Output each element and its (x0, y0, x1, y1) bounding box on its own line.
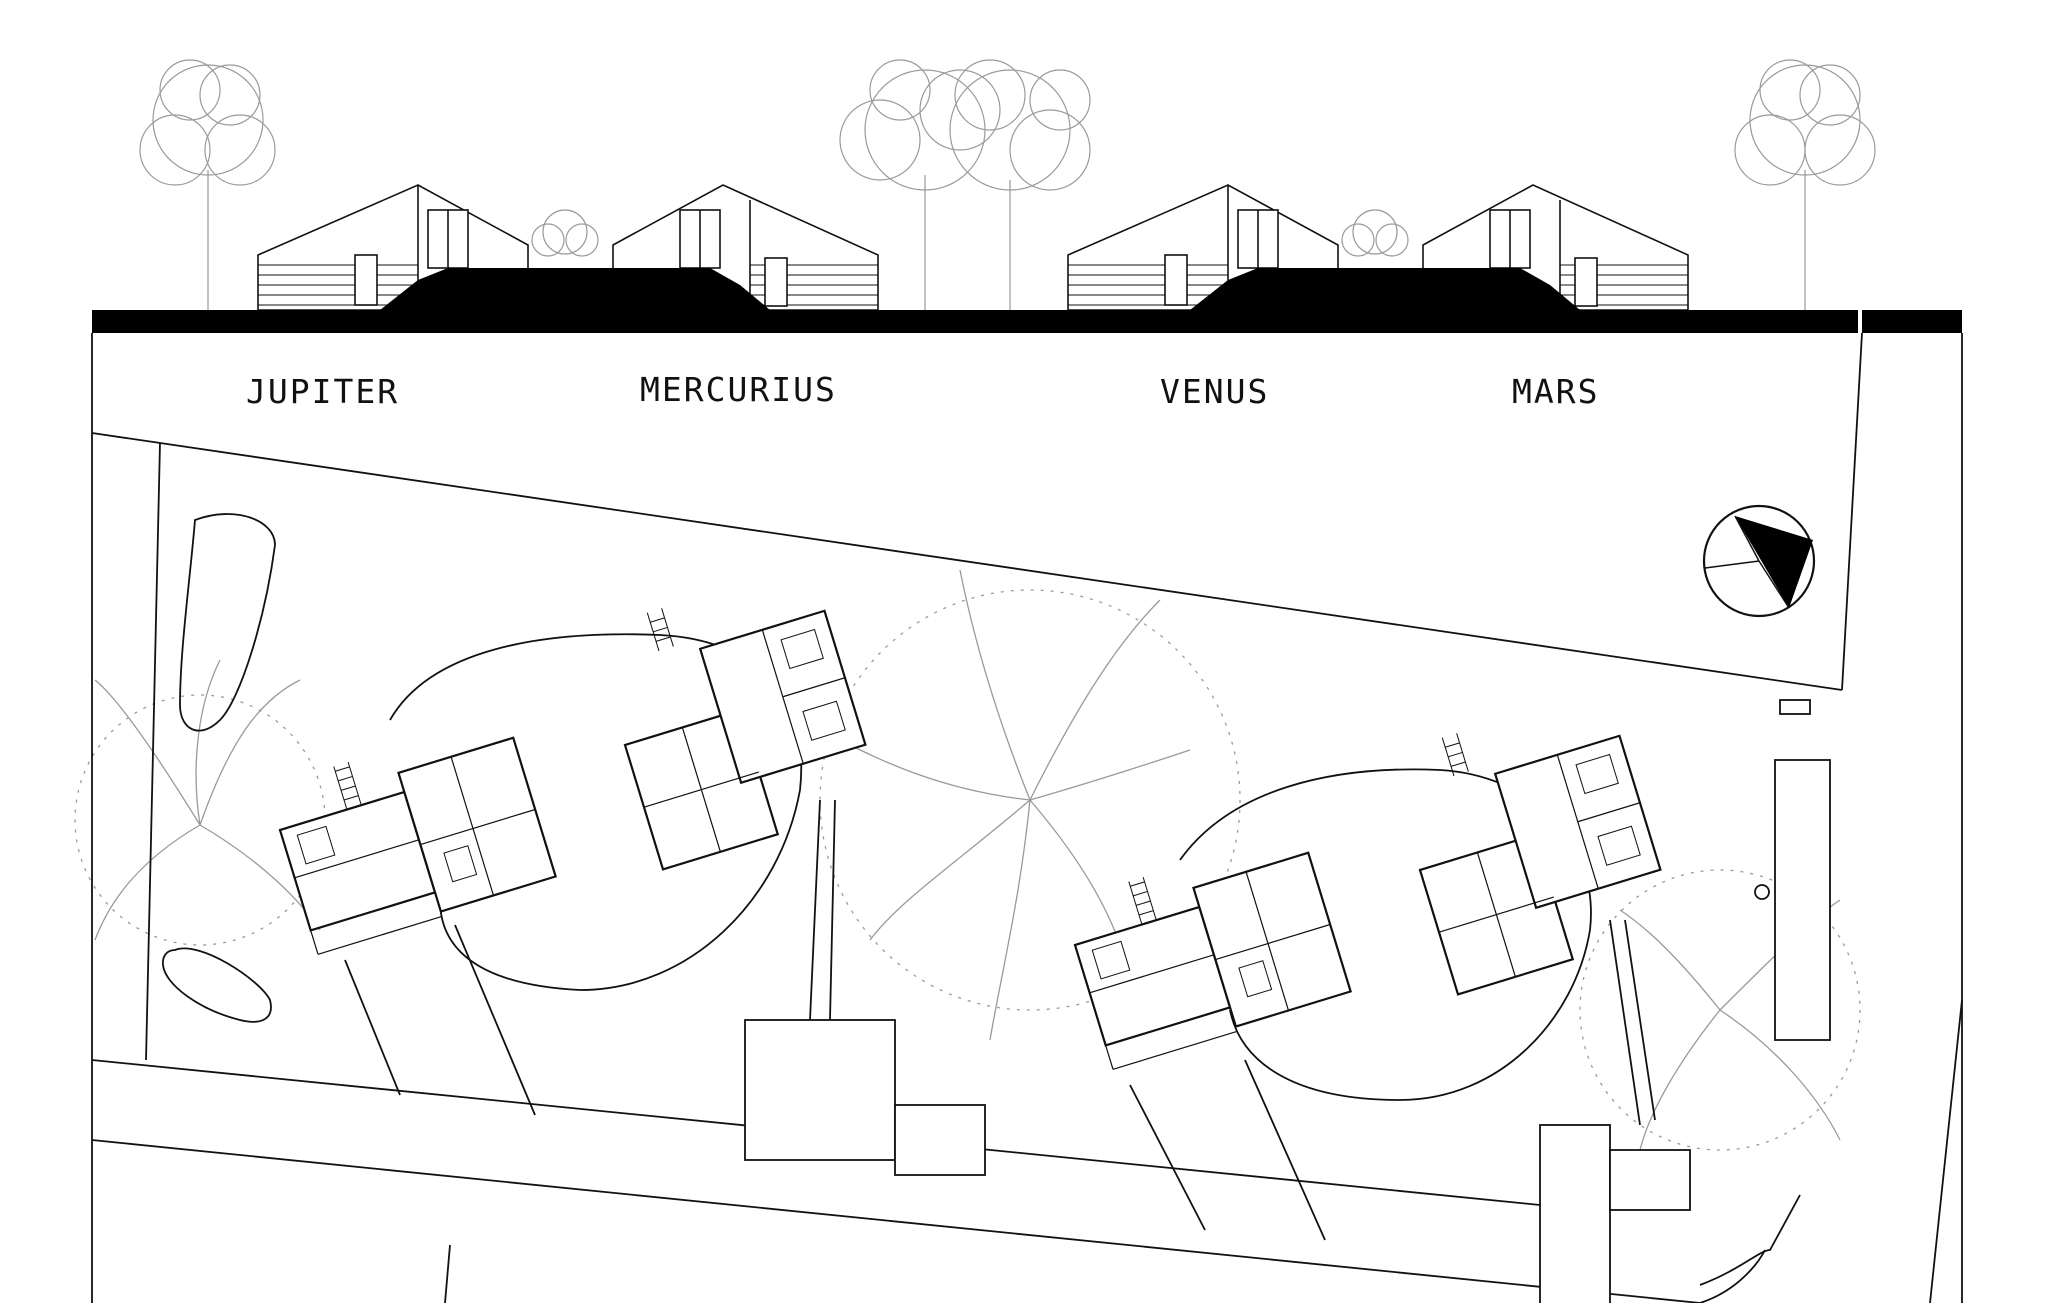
plan-house-mercurius (623, 608, 867, 871)
elevation-shrub-2 (1341, 209, 1409, 257)
plan-house-mars (1418, 733, 1662, 996)
elevation-section (92, 59, 1962, 333)
elevation-ground (92, 268, 1962, 333)
site-plan (74, 332, 1963, 1303)
house-label-mercurius: MERCURIUS (640, 370, 837, 409)
plan-house-jupiter (278, 736, 557, 955)
house-plans (278, 608, 1662, 1070)
elevation-tree-right (1734, 59, 1876, 310)
elevation-trees (139, 59, 1876, 310)
elevation-tree-center-1 (839, 59, 1001, 310)
house-label-mars: MARS (1512, 372, 1600, 411)
house-label-jupiter: JUPITER (246, 372, 400, 411)
compass-north-arrow-icon (1702, 504, 1816, 618)
elevation-tree-center-2 (949, 59, 1091, 310)
elevation-shrub-1 (531, 209, 599, 257)
outbuildings (744, 699, 1831, 1303)
house-label-venus: VENUS (1160, 372, 1270, 411)
courtyards (344, 633, 1656, 1241)
ponds (162, 513, 276, 1023)
plan-house-venus (1073, 851, 1352, 1070)
elevation-tree-left (139, 59, 276, 310)
plan-tree-left (74, 659, 326, 946)
